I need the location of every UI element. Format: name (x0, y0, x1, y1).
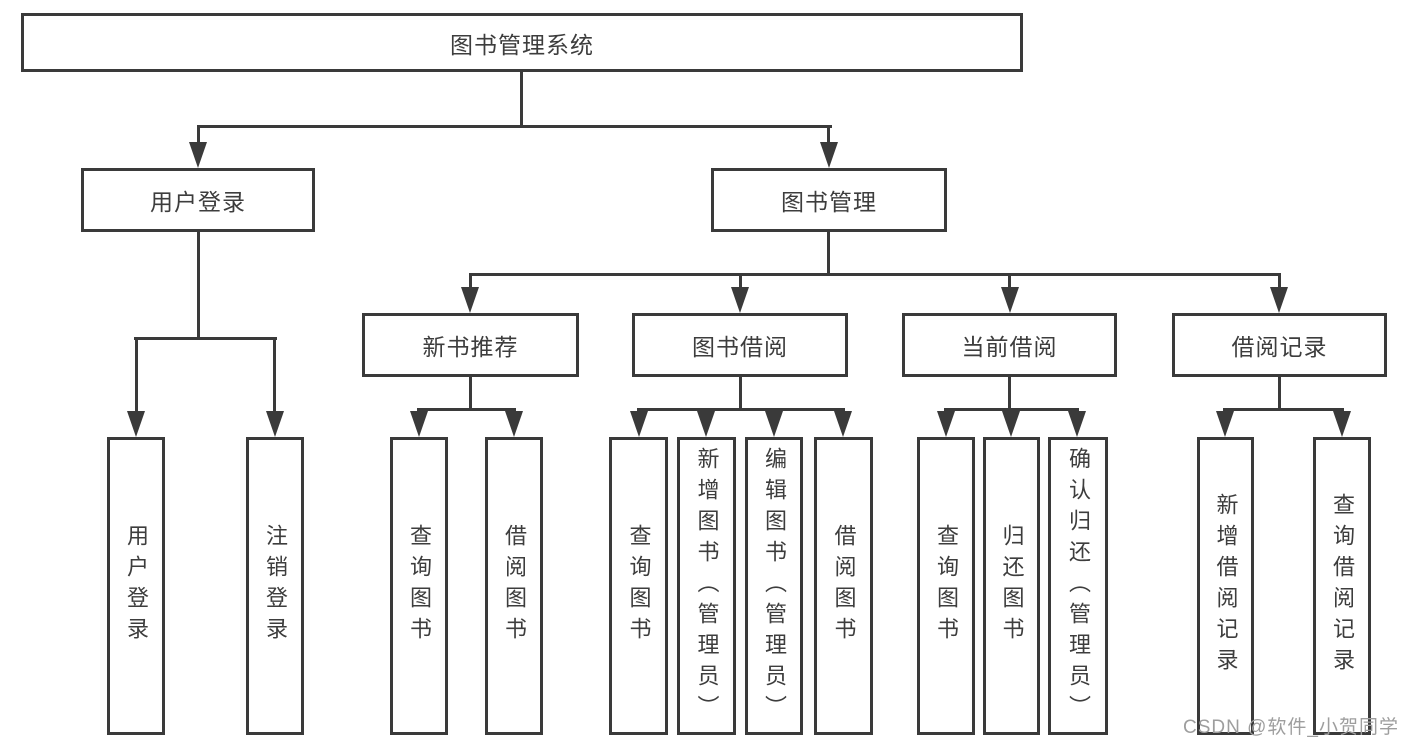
node-leaf-query-books-3-label: 查询图书 (934, 524, 959, 648)
node-leaf-query-books-1: 查询图书 (390, 437, 448, 735)
connector-trunk-new-book (469, 377, 472, 411)
node-borrow-records: 借阅记录 (1172, 313, 1387, 377)
node-user-login: 用户登录 (81, 168, 315, 232)
connector-trunk-root (520, 72, 523, 128)
node-leaf-user-login: 用户登录 (107, 437, 165, 735)
connector-stem (273, 337, 276, 415)
node-leaf-add-borrow-record-label: 新增借阅记录 (1213, 493, 1239, 679)
node-leaf-edit-books-admin: 编辑图书（管理员） (745, 437, 803, 735)
connector-stem (827, 125, 830, 145)
arrow-down-icon (1002, 411, 1020, 437)
connector-branch-level2 (197, 125, 832, 128)
node-leaf-logout-label: 注销登录 (263, 524, 288, 648)
connector-branch-borrowing (637, 408, 845, 411)
connector-branch-current (944, 408, 1079, 411)
node-leaf-borrow-books-1: 借阅图书 (485, 437, 543, 735)
arrow-down-icon (410, 411, 428, 437)
arrow-down-icon (1270, 287, 1288, 313)
node-leaf-query-books-1-label: 查询图书 (407, 524, 432, 648)
connector-trunk-current (1008, 377, 1011, 411)
arrow-down-icon (505, 411, 523, 437)
connector-trunk-book-management (827, 232, 830, 276)
arrow-down-icon (697, 411, 715, 437)
node-leaf-return-books-label: 归还图书 (999, 524, 1025, 648)
arrow-down-icon (630, 411, 648, 437)
node-leaf-edit-books-admin-label: 编辑图书（管理员） (762, 446, 787, 726)
connector-branch-new-book (417, 408, 516, 411)
connector-stem (197, 125, 200, 145)
node-leaf-query-borrow-record: 查询借阅记录 (1313, 437, 1371, 735)
arrow-down-icon (266, 411, 284, 437)
node-leaf-confirm-return-admin-label: 确认归还（管理员） (1066, 446, 1091, 726)
node-book-borrowing: 图书借阅 (632, 313, 848, 377)
node-leaf-query-books-3: 查询图书 (917, 437, 975, 735)
connector-stem (739, 273, 742, 291)
arrow-down-icon (1333, 411, 1351, 437)
arrow-down-icon (731, 287, 749, 313)
node-leaf-user-login-label: 用户登录 (124, 524, 149, 648)
node-borrow-records-label: 借阅记录 (1231, 334, 1328, 360)
connector-stem (135, 337, 138, 415)
node-book-management-label: 图书管理 (781, 189, 877, 215)
connector-stem (469, 273, 472, 291)
node-current-borrowing-label: 当前借阅 (961, 334, 1058, 360)
arrow-down-icon (461, 287, 479, 313)
node-current-borrowing: 当前借阅 (902, 313, 1117, 377)
node-leaf-confirm-return-admin: 确认归还（管理员） (1048, 437, 1108, 735)
arrow-down-icon (765, 411, 783, 437)
node-leaf-add-books-admin: 新增图书（管理员） (677, 437, 736, 735)
node-root-label: 图书管理系统 (450, 31, 594, 58)
node-root: 图书管理系统 (21, 13, 1023, 72)
node-leaf-logout: 注销登录 (246, 437, 304, 735)
node-new-book-recommend: 新书推荐 (362, 313, 579, 377)
arrow-down-icon (937, 411, 955, 437)
connector-stem (1278, 273, 1281, 291)
node-new-book-recommend-label: 新书推荐 (422, 334, 519, 360)
node-user-login-label: 用户登录 (150, 189, 246, 215)
csdn-watermark: CSDN @软件_小贺同学 (1183, 717, 1399, 738)
arrow-down-icon (1001, 287, 1019, 313)
node-leaf-add-books-admin-label: 新增图书（管理员） (694, 446, 720, 726)
node-book-borrowing-label: 图书借阅 (692, 334, 788, 360)
arrow-down-icon (127, 411, 145, 437)
node-leaf-query-borrow-record-label: 查询借阅记录 (1330, 493, 1355, 679)
node-leaf-borrow-books-1-label: 借阅图书 (502, 524, 527, 648)
arrow-down-icon (1216, 411, 1234, 437)
arrow-down-icon (1068, 411, 1086, 437)
connector-trunk-borrowing (739, 377, 742, 411)
connector-branch-level3 (469, 273, 1281, 276)
node-leaf-borrow-books-2: 借阅图书 (814, 437, 873, 735)
connector-trunk-records (1278, 377, 1281, 411)
connector-stem (1008, 273, 1011, 291)
node-book-management: 图书管理 (711, 168, 947, 232)
node-leaf-query-books-2-label: 查询图书 (626, 524, 652, 648)
node-leaf-query-books-2: 查询图书 (609, 437, 668, 735)
arrow-down-icon (189, 142, 207, 168)
node-leaf-borrow-books-2-label: 借阅图书 (831, 524, 857, 648)
connector-branch-user-login (134, 337, 277, 340)
connector-trunk-user-login (197, 232, 200, 340)
arrow-down-icon (834, 411, 852, 437)
arrow-down-icon (820, 142, 838, 168)
node-leaf-add-borrow-record: 新增借阅记录 (1197, 437, 1254, 735)
node-leaf-return-books: 归还图书 (983, 437, 1040, 735)
connector-branch-records (1223, 408, 1344, 411)
